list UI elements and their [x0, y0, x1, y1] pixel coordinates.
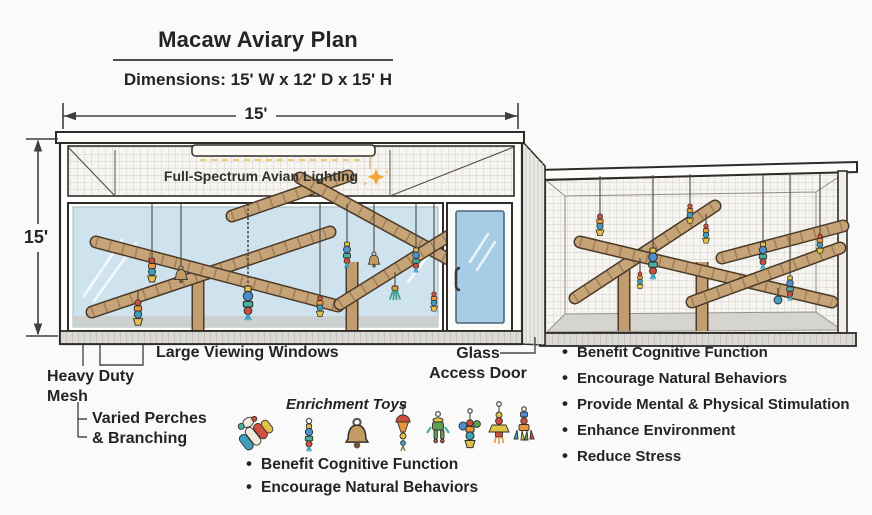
hanging-toy-icon — [367, 204, 381, 269]
benefit-item: Benefit Cognitive Function — [562, 344, 862, 361]
height-dimension-label: 15' — [23, 227, 49, 247]
hanging-toy-icon — [636, 258, 644, 290]
hanging-toy-icon — [647, 175, 659, 281]
hanging-toy-icon — [388, 272, 402, 302]
width-dimension-line — [62, 103, 519, 129]
enrichment-toy-icon — [304, 417, 314, 453]
enrichment-toy-icon — [395, 400, 411, 452]
hanging-toy-icon — [702, 214, 710, 244]
hanging-toy-icon — [430, 204, 438, 312]
mesh-label-line1: Heavy Duty — [47, 368, 135, 385]
mesh-label-line2: Mesh — [47, 388, 88, 405]
hanging-toy-icon — [133, 290, 143, 326]
width-dimension-label: 15' — [244, 104, 268, 123]
page-title: Macaw Aviary Plan — [158, 27, 358, 52]
door-label-line1: Glass — [456, 345, 500, 362]
enrichment-toy-icon — [345, 417, 369, 450]
benefit-item: Reduce Stress — [562, 448, 862, 465]
hanging-toy-icon — [342, 204, 352, 269]
lighting-fixture — [191, 144, 376, 169]
enrichment-toy-icon — [458, 408, 481, 449]
varied-perches-label: Varied Perches & Branching — [92, 409, 232, 449]
hanging-toy-icon — [758, 174, 768, 271]
enrichment-toy-icon — [426, 410, 450, 444]
hanging-toy-icon — [786, 173, 794, 302]
benefit-item: Enhance Environment — [562, 422, 862, 439]
sparkle-icon — [364, 168, 388, 186]
hanging-toy-icon — [816, 173, 824, 254]
benefit-item: Encourage Natural Behaviors — [562, 370, 862, 387]
annex-hanging-toys — [595, 173, 824, 305]
hanging-toy-icon — [595, 176, 605, 237]
hanging-toy-icon — [315, 204, 325, 317]
main-roof — [55, 131, 525, 144]
enrichment-toys-row — [237, 400, 535, 453]
enrichment-toy-icon — [488, 401, 510, 444]
hanging-toy-icon — [242, 204, 254, 322]
hanging-toy-icon — [773, 288, 783, 305]
hanging-toy-icon — [686, 174, 694, 224]
benefit-item: Provide Mental & Physical Stimulation — [562, 396, 862, 413]
enrichment-toy-icon — [513, 406, 535, 441]
access-door — [446, 202, 513, 332]
window-hanging-toys — [133, 204, 438, 326]
height-dimension-line — [26, 138, 58, 337]
benefits-list: Benefit Cognitive Function Encourage Nat… — [562, 344, 862, 475]
hanging-toy-icon — [173, 204, 189, 284]
viewing-windows-label: Large Viewing Windows — [156, 344, 339, 361]
lighting-label: Full-Spectrum Avian Lighting — [163, 168, 359, 184]
enrichment-toy-icon — [237, 415, 274, 451]
leader-lines — [77, 337, 536, 438]
heavy-duty-mesh-label: Heavy Duty Mesh — [47, 367, 157, 407]
dimensions-subtitle: Dimensions: 15' W x 12' D x 15' H — [123, 70, 393, 89]
main-side-wall — [521, 138, 546, 346]
branches — [85, 169, 459, 319]
title-underline — [113, 59, 393, 61]
hanging-toy-icon — [147, 204, 157, 283]
enrichment-benefits-list: Benefit Cognitive Function Encourage Nat… — [246, 455, 506, 502]
door-label-line2: Access Door — [429, 365, 527, 382]
glass-access-door-label: Glass Access Door — [423, 344, 533, 384]
main-base — [59, 330, 523, 345]
benefit-item: Benefit Cognitive Function — [246, 455, 506, 473]
perches-label-line1: Varied Perches — [92, 410, 207, 427]
perches-label-line2: & Branching — [92, 430, 188, 447]
door-handle-icon — [454, 266, 461, 292]
hanging-toy-icon — [412, 204, 420, 274]
benefit-item: Encourage Natural Behaviors — [246, 478, 506, 496]
enrichment-toys-title: Enrichment Toys — [286, 396, 408, 413]
